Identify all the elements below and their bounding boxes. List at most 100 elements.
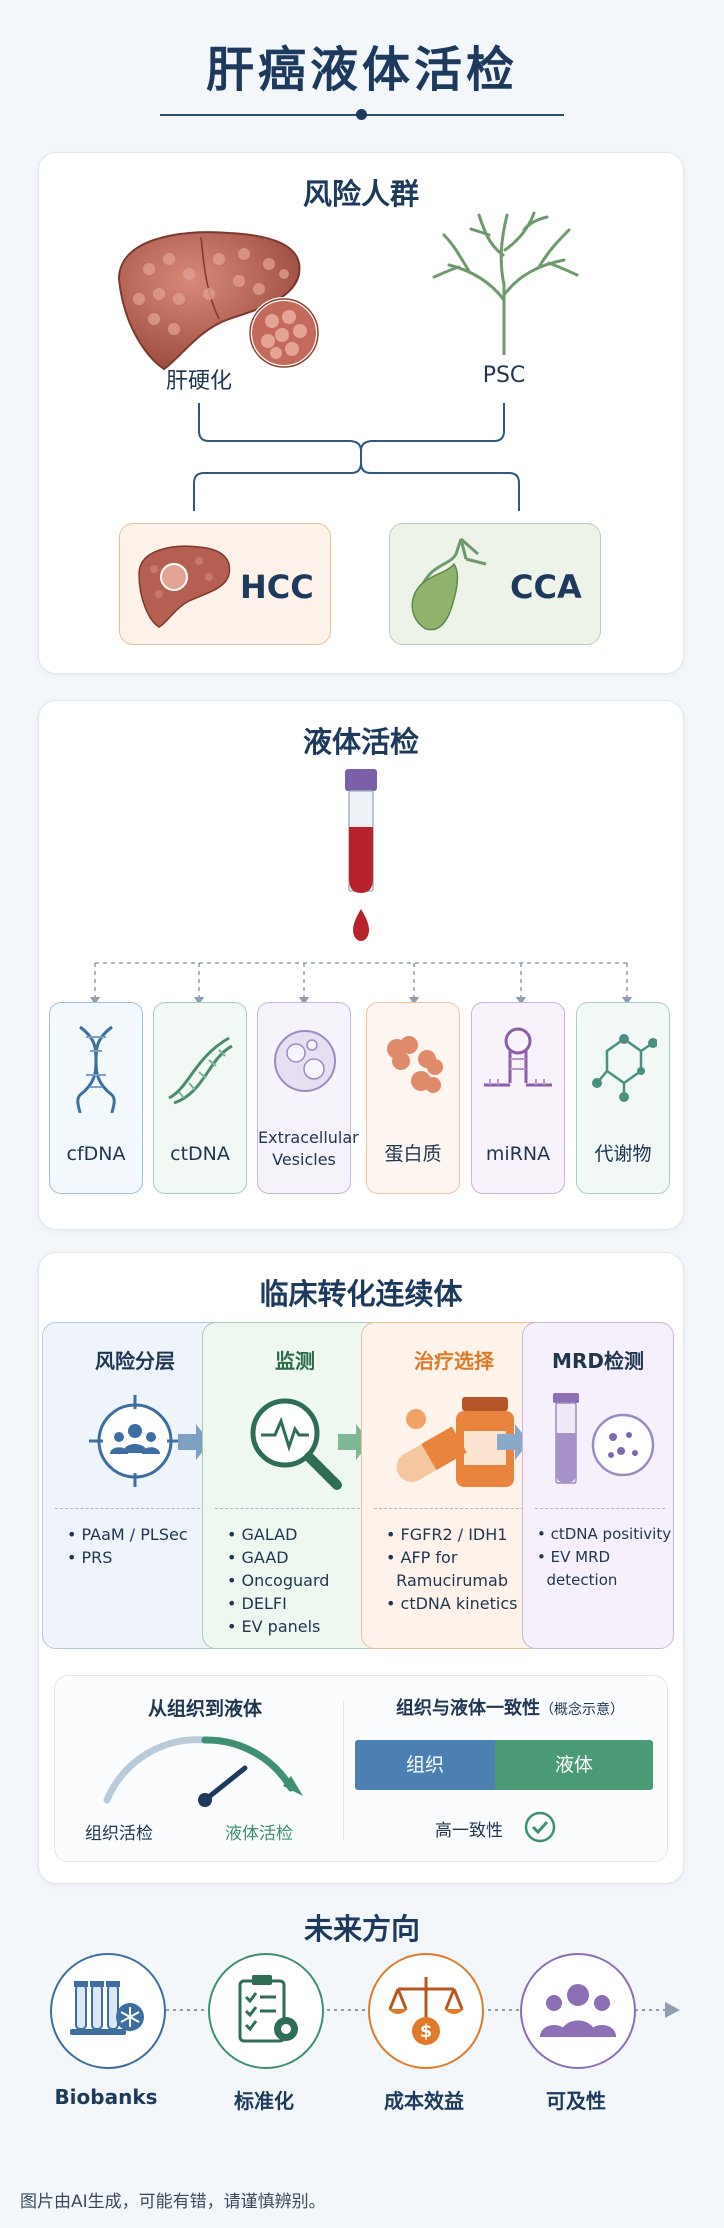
scale-dollar-icon: $ (388, 1971, 464, 2051)
stage-item: • EV panels (227, 1617, 321, 1636)
test-tubes-snowflake-icon (70, 1977, 146, 2047)
stage-item: detection (537, 1571, 618, 1589)
biomarker-label-metabolite: 代谢物 (594, 1143, 652, 1165)
hcc-label: HCC (240, 568, 314, 606)
stage-item: • FGFR2 / IDH1 (386, 1525, 508, 1544)
magnifier-pulse-icon (239, 1387, 349, 1497)
biomarker-label-ev-2: Vesicles (272, 1150, 336, 1169)
bile-duct-tree-icon (429, 205, 579, 355)
biomarker-label-mirna: miRNA (485, 1143, 551, 1165)
transition-gauge-icon (95, 1728, 315, 1808)
standardization-circle (208, 1953, 324, 2069)
nodule-magnify-icon (244, 293, 324, 373)
biopsy-section-title: 液体活检 (302, 725, 419, 759)
cca-card: CCA (389, 523, 601, 645)
tissue-liquid-subpanel: 从组织到液体 组织活检 液体活检 组织与液体一致性（概念示意） 组织 液体 高一… (54, 1675, 668, 1862)
stage-items-mrd: • ctDNA positivity • EV MRD detection (537, 1523, 671, 1592)
stage-item: • ctDNA kinetics (386, 1594, 518, 1613)
liquid-biopsy-label: 液体活检 (225, 1824, 293, 1844)
standardization-label: 标准化 (234, 2089, 294, 2113)
page-title: 肝癌液体活检 (205, 42, 518, 98)
biomarker-label-protein: 蛋白质 (384, 1143, 442, 1165)
concordance-result-label: 高一致性 (435, 1821, 503, 1841)
stage-title-surveillance: 监测 (275, 1349, 315, 1373)
stage-item: • ctDNA positivity (537, 1525, 672, 1543)
biomarker-card-protein: 蛋白质 (366, 1002, 460, 1194)
blood-tube-icon (337, 767, 385, 947)
stage-card-risk-stratification: 风险分层 • PAaM / PLSec • PRS (42, 1322, 228, 1649)
stage-card-mrd: MRD检测 • ctDNA positivity • EV MRD detect… (522, 1322, 674, 1649)
hairpin-rna-icon (482, 1023, 554, 1103)
check-circle-icon (523, 1810, 557, 1844)
stage-divider (55, 1508, 215, 1509)
stage-item: • EV MRD (537, 1548, 611, 1566)
stage-card-treatment-selection: 治疗选择 • FGFR2 / IDH1 • AFP for Ramuciruma… (361, 1322, 547, 1649)
tissue-biopsy-label: 组织活检 (85, 1824, 153, 1844)
risk-connector-lines (39, 393, 683, 523)
stage-item: • GAAD (227, 1548, 289, 1567)
cost-effectiveness-circle: $ (368, 1953, 484, 2069)
concordance-title-text: 组织与液体一致性 (396, 1698, 540, 1719)
protein-cluster-icon (381, 1031, 447, 1101)
stage-item: • PAaM / PLSec (67, 1525, 188, 1544)
biomarker-label-cfdna: cfDNA (66, 1143, 126, 1165)
stage-title-treatment: 治疗选择 (414, 1349, 494, 1373)
tube-magnifier-icon (545, 1387, 665, 1497)
cirrhotic-liver-icon (109, 219, 309, 379)
biomarker-card-cfdna: cfDNA (49, 1002, 143, 1194)
arrow-right-icon (495, 1422, 531, 1462)
clinical-section-title: 临床转化连续体 (259, 1277, 463, 1311)
biomarker-card-ev: Extracellular Vesicles (257, 1002, 359, 1194)
stage-items-risk: • PAaM / PLSec • PRS (67, 1523, 188, 1569)
ai-disclaimer: 图片由AI生成，可能有错，请谨慎辨别。 (20, 2192, 326, 2212)
subpanel-divider (343, 1701, 344, 1841)
biobanks-label: Biobanks (54, 2085, 158, 2109)
stage-item: Ramucirumab (386, 1571, 508, 1590)
cirrhosis-label: 肝硬化 (165, 369, 232, 394)
biomarker-label-ev-1: Extracellular (258, 1128, 359, 1147)
concordance-note: （概念示意） (540, 1702, 624, 1718)
people-group-icon (538, 1981, 618, 2041)
stage-divider (215, 1508, 375, 1509)
risk-panel: 风险人群 (38, 152, 684, 674)
stage-items-surveillance: • GALAD • GAAD • Oncoguard • DELFI • EV … (227, 1523, 329, 1638)
psc-label: PSC (482, 363, 526, 388)
stage-card-surveillance: 监测 • GALAD • GAAD • Oncoguard • DELFI • … (202, 1322, 388, 1649)
biomarker-label-ctdna: ctDNA (170, 1143, 230, 1165)
stage-item: • DELFI (227, 1594, 287, 1613)
biomarker-card-ctdna: ctDNA (153, 1002, 247, 1194)
biomarker-card-metabolite: 代谢物 (576, 1002, 670, 1194)
vesicles-icon (272, 1021, 338, 1101)
accessibility-circle (520, 1953, 636, 2069)
svg-text:$: $ (420, 2021, 433, 2042)
concordance-bar-liquid: 液体 (495, 1740, 653, 1790)
stage-item: • GALAD (227, 1525, 298, 1544)
stage-divider (374, 1508, 534, 1509)
concordance-bar-tissue: 组织 (355, 1740, 495, 1790)
stage-item: • AFP for (386, 1548, 458, 1567)
checklist-gear-icon (234, 1973, 304, 2049)
stage-divider (535, 1508, 665, 1509)
crosshair-people-icon (85, 1391, 185, 1491)
tissue-to-liquid-title: 从组织到液体 (147, 1698, 262, 1720)
stage-items-treatment: • FGFR2 / IDH1 • AFP for Ramucirumab • c… (386, 1523, 517, 1615)
stage-title-risk: 风险分层 (95, 1349, 175, 1373)
cca-label: CCA (510, 568, 582, 606)
biobanks-circle (50, 1953, 166, 2069)
tumor-liver-icon (134, 539, 234, 629)
title-divider-dot (356, 109, 367, 120)
stage-title-mrd: MRD检测 (552, 1349, 644, 1373)
stage-item: • PRS (67, 1548, 113, 1567)
biopsy-dashed-connectors (39, 951, 683, 1011)
future-section-title: 未来方向 (303, 1912, 420, 1946)
stage-item: • Oncoguard (227, 1571, 330, 1590)
hcc-card: HCC (119, 523, 331, 645)
gallbladder-icon (406, 534, 496, 634)
pills-bottle-icon (384, 1387, 524, 1497)
dna-strand-icon (164, 1028, 236, 1108)
accessibility-label: 可及性 (546, 2089, 606, 2113)
concordance-title: 组织与液体一致性（概念示意） (355, 1694, 665, 1720)
biomarker-card-mirna: miRNA (471, 1002, 565, 1194)
dna-helix-icon (72, 1025, 120, 1115)
risk-section-title: 风险人群 (302, 177, 419, 211)
